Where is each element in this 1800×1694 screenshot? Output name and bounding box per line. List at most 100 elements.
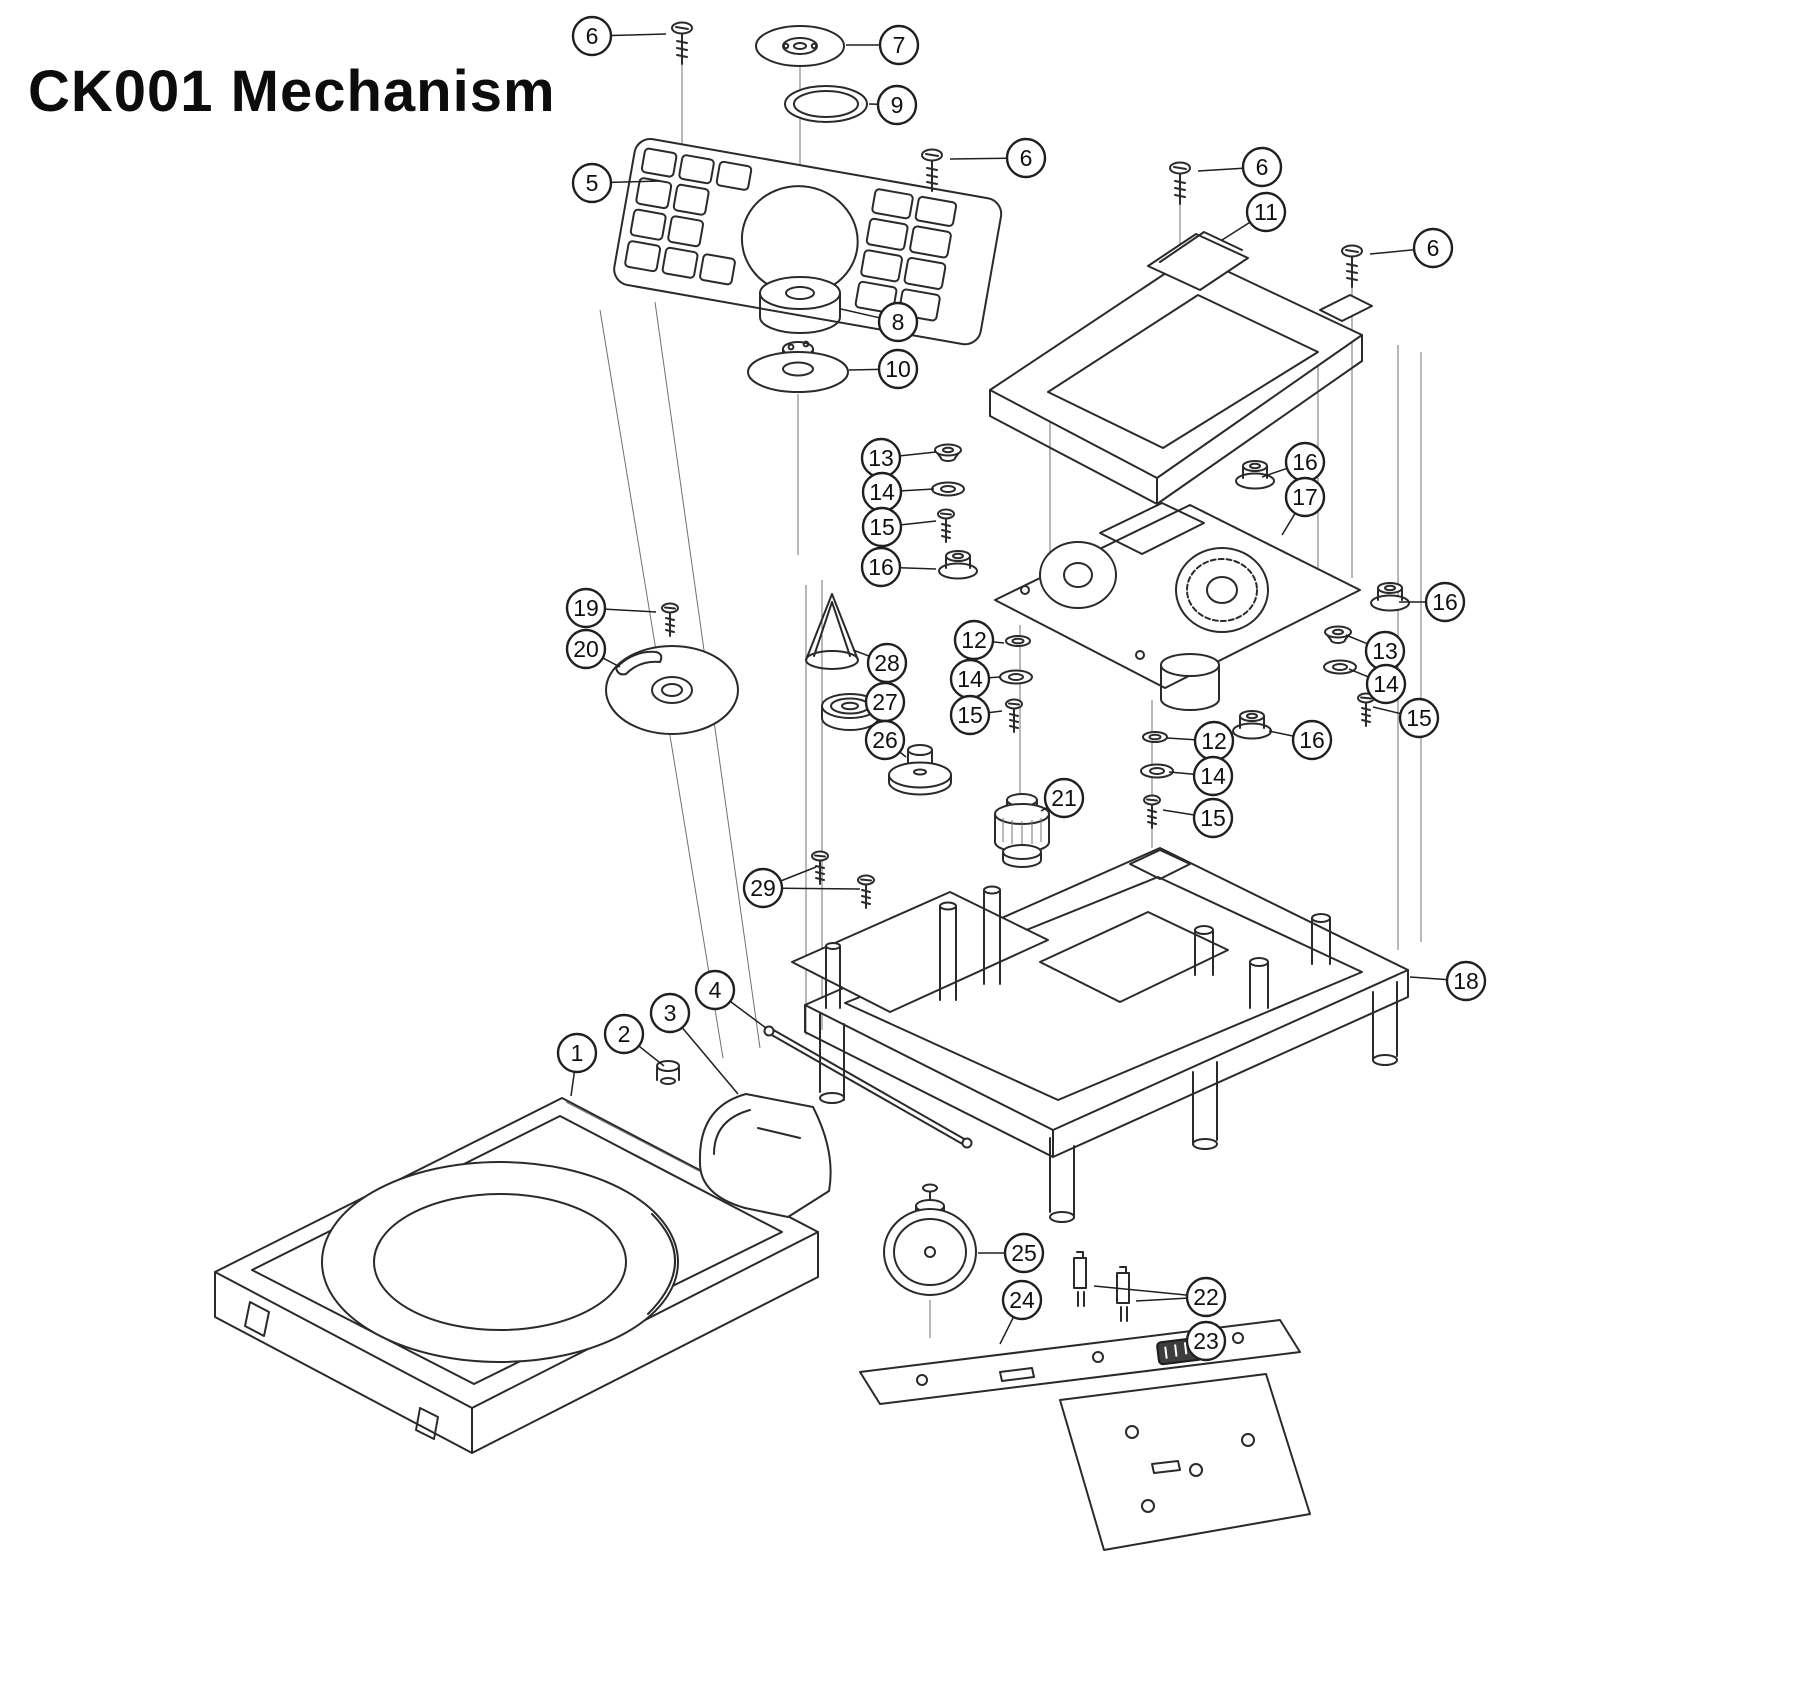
leader-line	[840, 308, 880, 319]
leader-line	[988, 676, 1001, 679]
callout-number: 26	[872, 727, 898, 753]
page-title: CK001 Mechanism	[28, 59, 556, 124]
callout-6: 6	[1197, 146, 1283, 188]
callout-number: 27	[872, 689, 898, 715]
callout-circle	[565, 587, 607, 629]
part-15-screw	[1357, 692, 1375, 727]
callout-19: 19	[565, 587, 657, 629]
callout-circle	[1185, 1276, 1227, 1318]
leader-line	[638, 1045, 665, 1067]
part-19-screw	[661, 602, 679, 637]
callout-circle	[1424, 581, 1466, 623]
part-14-washer	[1323, 659, 1357, 675]
part-15-screw	[1143, 794, 1161, 829]
leader-line	[1345, 634, 1368, 645]
callout-number: 6	[1020, 145, 1033, 171]
callout-27: 27	[864, 681, 906, 723]
part-17-traverse-assembly	[994, 502, 1361, 711]
callout-circle	[1192, 755, 1234, 797]
callout-number: 23	[1193, 1328, 1219, 1354]
leader-line	[900, 520, 937, 526]
part-16-grommet	[1370, 582, 1410, 612]
callout-29: 29	[742, 866, 861, 909]
callout-16: 16	[1261, 441, 1326, 483]
callout-number: 12	[961, 627, 987, 653]
part-16-grommet	[1232, 710, 1272, 740]
callout-number: 16	[1299, 727, 1325, 753]
callout-circle	[876, 84, 918, 126]
callout-number: 25	[1011, 1240, 1037, 1266]
part-1-disc-tray	[214, 1097, 819, 1454]
leader-line	[604, 608, 657, 613]
callout-number: 24	[1009, 1287, 1035, 1313]
leader-line	[999, 1316, 1015, 1345]
callout-number: 16	[868, 554, 894, 580]
callout-15: 15	[861, 506, 937, 548]
callout-number: 6	[1256, 154, 1269, 180]
leader-line	[900, 488, 935, 492]
part-28-cone	[805, 593, 859, 670]
callout-21: 21	[1040, 777, 1085, 819]
callout-15: 15	[1162, 797, 1234, 839]
callout-9: 9	[868, 84, 918, 126]
callout-number: 19	[573, 595, 599, 621]
callout-circle	[1398, 697, 1440, 739]
leader-line	[1409, 976, 1448, 981]
callout-circle	[1284, 476, 1326, 518]
callout-number: 10	[885, 356, 911, 382]
leader-line	[781, 887, 861, 890]
callout-circle	[1005, 137, 1047, 179]
leader-line	[1166, 737, 1196, 741]
callout-number: 20	[573, 636, 599, 662]
leader-line	[570, 1071, 576, 1097]
part-5-top-plate	[613, 137, 1003, 346]
callout-15: 15	[1372, 697, 1440, 739]
callout-circle	[877, 348, 919, 390]
part-2-button	[656, 1060, 680, 1085]
callout-circle	[1192, 797, 1234, 839]
leader-line	[1372, 706, 1401, 715]
callout-number: 15	[869, 514, 895, 540]
callout-circle	[877, 301, 919, 343]
callout-15: 15	[949, 694, 1003, 736]
part-29-screws	[811, 850, 875, 909]
callout-14: 14	[1348, 663, 1407, 705]
leader-line	[1168, 771, 1195, 776]
callout-13: 13	[1345, 630, 1406, 672]
callout-number: 15	[1406, 705, 1432, 731]
leader-line	[1093, 1285, 1188, 1296]
part-16-grommet	[938, 550, 978, 580]
callout-circle	[1001, 1279, 1043, 1321]
callout-circle	[694, 969, 736, 1011]
leader-line	[899, 451, 937, 457]
callout-number: 5	[586, 170, 599, 196]
callout-number: 16	[1292, 449, 1318, 475]
callout-circle	[603, 1013, 645, 1055]
leader-line	[602, 657, 621, 668]
callout-8: 8	[840, 301, 919, 343]
callout-number: 14	[869, 479, 895, 505]
part-4-shaft	[763, 1025, 973, 1149]
part-14-washer	[931, 481, 965, 497]
sub-chassis-posts	[791, 885, 1049, 1013]
callout-25: 25	[978, 1232, 1045, 1274]
callout-12: 12	[953, 619, 1005, 661]
callout-circle	[1412, 227, 1454, 269]
callout-circle	[649, 992, 691, 1034]
callout-16: 16	[1399, 581, 1466, 623]
callout-circle	[1241, 146, 1283, 188]
callout-number: 14	[1200, 763, 1226, 789]
leader-line	[1135, 1297, 1188, 1302]
callout-16: 16	[1268, 719, 1333, 761]
leader-line	[1261, 467, 1288, 478]
callout-number: 14	[957, 666, 983, 692]
part-21-gear-pulley	[994, 793, 1050, 868]
callout-circle	[1185, 1320, 1227, 1362]
callout-number: 17	[1292, 484, 1318, 510]
part-15-screw	[937, 508, 955, 543]
callout-number: 21	[1051, 785, 1077, 811]
callout-number: 13	[868, 445, 894, 471]
callout-circle	[861, 506, 903, 548]
callout-number: 6	[1427, 235, 1440, 261]
callout-number: 28	[874, 650, 900, 676]
